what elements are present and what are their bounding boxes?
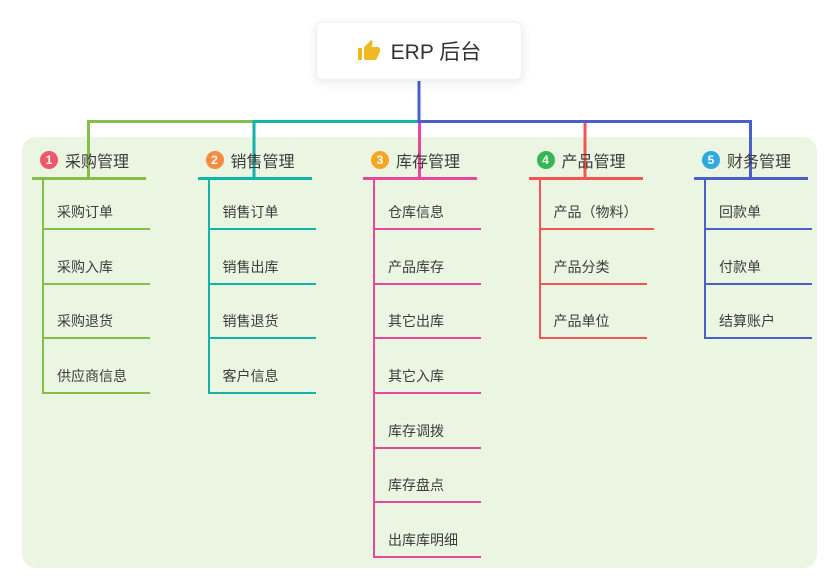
child-label: 销售出库 bbox=[222, 259, 279, 275]
branch-label: 销售管理 bbox=[230, 153, 295, 171]
branch-title[interactable]: 4 产品管理 bbox=[528, 148, 643, 180]
child-label: 库存调拨 bbox=[388, 423, 444, 439]
branch-badge: 2 bbox=[205, 150, 224, 169]
child-node[interactable]: 供应商信息 bbox=[42, 362, 150, 394]
child-node[interactable]: 采购入库 bbox=[42, 253, 150, 285]
child-node[interactable]: 产品单位 bbox=[538, 307, 647, 339]
child-label: 回款单 bbox=[719, 204, 761, 220]
branch-trunk bbox=[373, 179, 375, 558]
child-node[interactable]: 结算账户 bbox=[704, 307, 812, 339]
child-label: 采购入库 bbox=[57, 259, 113, 275]
child-label: 仓库信息 bbox=[388, 204, 444, 220]
child-label: 产品库存 bbox=[388, 259, 444, 275]
child-label: 客户信息 bbox=[222, 368, 279, 384]
child-label: 销售订单 bbox=[222, 204, 279, 220]
child-node[interactable]: 销售退货 bbox=[207, 307, 316, 339]
branch-title[interactable]: 2 销售管理 bbox=[197, 148, 312, 180]
branch-title[interactable]: 1 采购管理 bbox=[32, 148, 146, 180]
branch-trunk bbox=[42, 179, 44, 394]
child-label: 出库库明细 bbox=[388, 532, 458, 548]
branch-badge: 4 bbox=[536, 150, 555, 169]
child-label: 产品单位 bbox=[553, 313, 610, 329]
child-node[interactable]: 库存盘点 bbox=[373, 471, 481, 503]
child-label: 其它入库 bbox=[388, 368, 444, 384]
child-node[interactable]: 产品分类 bbox=[538, 253, 647, 285]
child-node[interactable]: 采购退货 bbox=[42, 307, 150, 339]
branch-badge: 5 bbox=[702, 150, 720, 169]
branch-trunk bbox=[704, 179, 706, 339]
child-node[interactable]: 客户信息 bbox=[207, 362, 316, 394]
child-label: 产品分类 bbox=[553, 259, 610, 275]
branch-trunk bbox=[207, 179, 210, 394]
child-node[interactable]: 回款单 bbox=[704, 198, 812, 230]
branch-trunk bbox=[538, 179, 541, 339]
thumbs-up-icon bbox=[357, 40, 380, 60]
child-label: 产品（物料） bbox=[553, 204, 638, 220]
branch-label: 财务管理 bbox=[727, 153, 792, 171]
branch-badge: 3 bbox=[371, 150, 389, 169]
child-node[interactable]: 其它出库 bbox=[373, 307, 481, 339]
child-label: 其它出库 bbox=[388, 313, 444, 329]
branch-title[interactable]: 5 财务管理 bbox=[694, 148, 808, 180]
child-label: 采购订单 bbox=[57, 204, 113, 220]
branch-label: 产品管理 bbox=[561, 153, 626, 171]
branch-label: 库存管理 bbox=[396, 153, 461, 171]
child-node[interactable]: 销售订单 bbox=[207, 198, 316, 230]
root-label: ERP 后台 bbox=[390, 41, 482, 64]
child-node[interactable]: 产品库存 bbox=[373, 253, 481, 285]
child-label: 付款单 bbox=[719, 259, 761, 275]
child-node[interactable]: 销售出库 bbox=[207, 253, 316, 285]
child-node[interactable]: 产品（物料） bbox=[538, 198, 654, 230]
child-label: 供应商信息 bbox=[57, 368, 127, 384]
child-node[interactable]: 库存调拨 bbox=[373, 417, 481, 449]
root-node[interactable]: ERP 后台 bbox=[316, 22, 522, 80]
child-label: 采购退货 bbox=[57, 313, 113, 329]
branch-label: 采购管理 bbox=[65, 153, 130, 171]
child-label: 结算账户 bbox=[719, 313, 775, 329]
child-node[interactable]: 付款单 bbox=[704, 253, 812, 285]
child-label: 销售退货 bbox=[222, 313, 279, 329]
branch-title[interactable]: 3 库存管理 bbox=[363, 148, 477, 180]
child-node[interactable]: 出库库明细 bbox=[373, 526, 481, 558]
child-node[interactable]: 其它入库 bbox=[373, 362, 481, 394]
branches-panel bbox=[22, 137, 817, 568]
child-label: 库存盘点 bbox=[388, 477, 444, 493]
child-node[interactable]: 采购订单 bbox=[42, 198, 150, 230]
branch-badge: 1 bbox=[40, 150, 58, 169]
child-node[interactable]: 仓库信息 bbox=[373, 198, 481, 230]
